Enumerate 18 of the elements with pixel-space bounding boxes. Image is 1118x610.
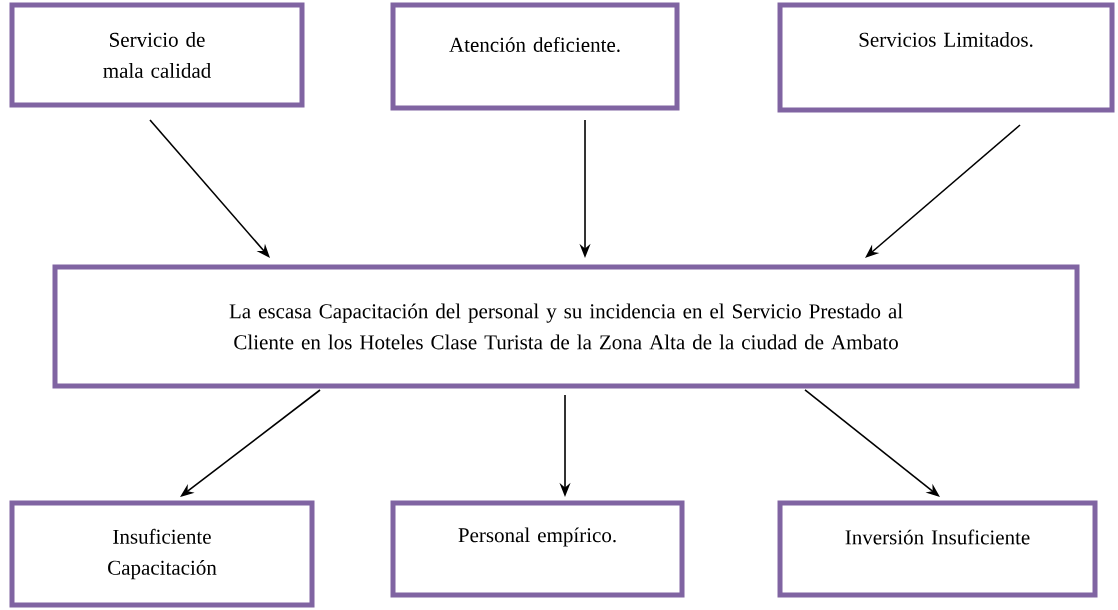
arrow	[804, 389, 940, 497]
text-box	[777, 500, 1098, 598]
text-box	[9, 2, 305, 108]
text-box	[390, 2, 680, 111]
text-box	[777, 2, 1115, 113]
arrow	[180, 389, 321, 497]
node-label: Personal empírico.	[458, 527, 616, 547]
node-label: Servicio de mala calidad	[103, 32, 211, 78]
arrow	[865, 124, 1021, 258]
node-label: La escasa Capacitación del personal y su incidencia en el Servicio Prestado al Cliente en los Hoteles Clase Turista de la Zona Alta de la ciudad de Ambato	[229, 303, 903, 350]
node-label: Insuficiente Capacitación	[108, 528, 217, 580]
node-label: Inversión Insuficiente	[845, 529, 1030, 545]
text-box	[9, 500, 315, 608]
node-label: Servicios Limitados.	[859, 32, 1033, 47]
text-box	[390, 500, 685, 598]
node-label: Atención deficiente.	[449, 36, 620, 53]
arrow	[149, 119, 270, 258]
text-box	[52, 264, 1080, 389]
